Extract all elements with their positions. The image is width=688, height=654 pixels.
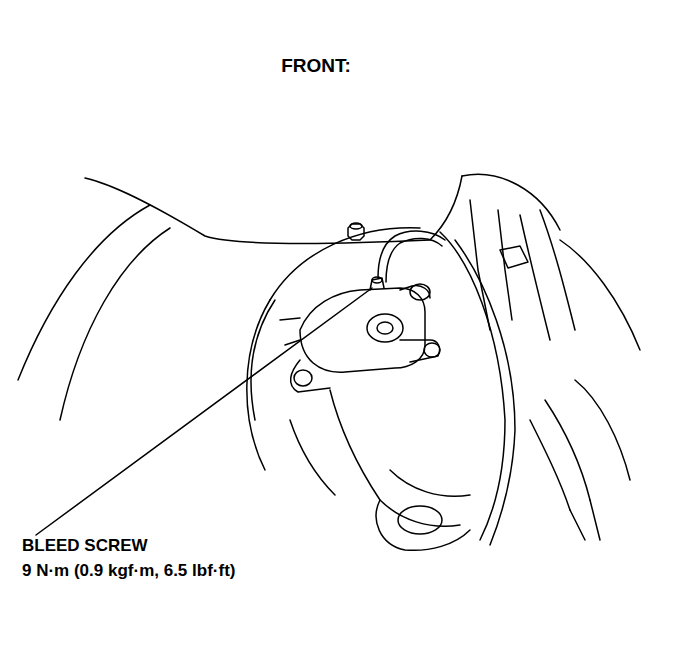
knuckle xyxy=(390,470,470,496)
caliper-boss xyxy=(400,286,430,298)
wheel-well-edge xyxy=(18,205,150,380)
brake-hose xyxy=(386,238,442,282)
caliper-piston xyxy=(377,322,393,334)
lower-arm xyxy=(376,500,470,550)
caliper-bracket xyxy=(291,360,330,392)
knuckle xyxy=(330,390,460,526)
caliper-piston xyxy=(367,314,403,342)
body-edge xyxy=(462,174,560,230)
view-title: FRONT: xyxy=(281,55,351,77)
rotor-edge xyxy=(270,228,420,300)
rotor-edge xyxy=(251,300,275,420)
caliper-pin xyxy=(424,343,440,357)
bleed-screw xyxy=(372,277,382,283)
part-name: BLEED SCREW xyxy=(22,536,148,556)
ball-joint xyxy=(398,506,442,534)
caliper-detail xyxy=(280,318,300,345)
suspension-part xyxy=(520,210,575,340)
caliper-pin xyxy=(400,340,440,362)
wheel-well-edge xyxy=(60,228,170,420)
rotor-edge xyxy=(440,232,505,540)
suspension-part xyxy=(560,240,640,480)
mounting-nut xyxy=(350,223,362,229)
torque-spec: 9 N·m (0.9 kgf·m, 6.5 lbf·ft) xyxy=(22,561,235,581)
rotor-edge xyxy=(455,240,515,545)
brake-hose xyxy=(378,231,445,278)
leader-line xyxy=(36,288,372,535)
suspension-part xyxy=(530,400,590,510)
suspension-part xyxy=(570,500,600,540)
rotor-edge xyxy=(247,300,270,470)
mounting-nut xyxy=(348,224,364,240)
caliper-bolt xyxy=(294,370,312,386)
bracket xyxy=(500,246,528,268)
caliper-body xyxy=(300,288,425,372)
strut xyxy=(470,200,512,330)
caliper-boss xyxy=(410,284,430,300)
rotor-edge xyxy=(290,420,335,495)
